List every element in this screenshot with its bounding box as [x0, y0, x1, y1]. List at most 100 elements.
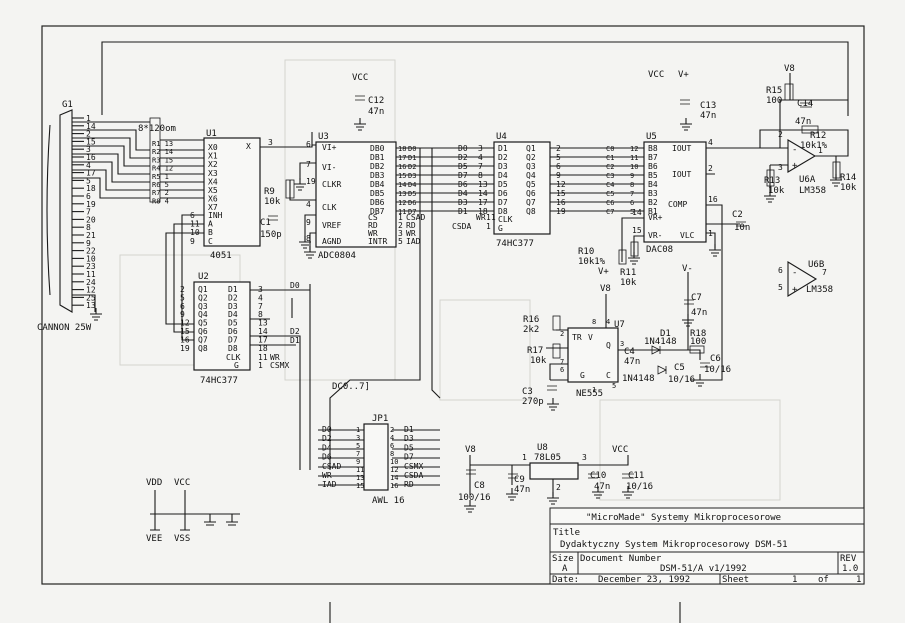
u2-left-4: Q5 [198, 319, 208, 328]
u1-resistor-3: R4 12 [152, 165, 173, 173]
u5-num-5: 7 [630, 190, 634, 198]
u5-cnet-2: C2 [606, 163, 614, 171]
u2-right-6: D7 [228, 335, 238, 344]
u5-num-2: 10 [630, 163, 638, 171]
c3-ref: C3 [522, 387, 533, 397]
g1-pin-22: 22 [86, 247, 96, 256]
u7-c: C [606, 371, 611, 380]
g1-pin-19: 19 [86, 200, 96, 209]
u8-ref: U8 [537, 443, 548, 453]
u3-left-2: CLKR [322, 180, 341, 189]
u5-ioutbar-num: 2 [708, 164, 713, 173]
c4-ref: C4 [624, 347, 635, 357]
u3-left-1: VI- [322, 163, 336, 172]
u2-part: 74HC377 [200, 376, 238, 386]
u3-ctrl-net-3: IAD [406, 237, 421, 246]
g1-pin-15: 15 [86, 137, 96, 146]
u2-left-0: Q1 [198, 285, 208, 294]
ground-icon [682, 314, 694, 327]
u3-pin-num-2: 19 [306, 177, 316, 186]
jp1-rnum-6: 14 [390, 474, 398, 482]
u2-g: G [234, 361, 239, 370]
u2-rnum-3: 8 [258, 310, 263, 319]
r10-ref: R10 [578, 247, 594, 257]
d1-ref: D1 [660, 329, 671, 339]
u2-right-1: D2 [228, 293, 238, 302]
c12-val: 47n [368, 107, 384, 117]
g1-pin-8: 8 [86, 223, 91, 232]
u3-dnet-6: D6 [408, 199, 416, 207]
u5-part: DAC08 [646, 245, 673, 255]
u4-g-num: 1 [486, 222, 491, 231]
sheet-label: Sheet [722, 575, 749, 585]
u5-cnet-1: C1 [606, 154, 614, 162]
u5-comp-num: 16 [708, 195, 718, 204]
c11-val: 10/16 [626, 482, 653, 492]
jp1-left-2: D4 [322, 443, 332, 452]
u7-part: NE555 [576, 389, 603, 399]
u3-right-0: DB0 [370, 144, 385, 153]
bus-label: DC0..7] [332, 382, 370, 392]
c5-ref: C5 [674, 363, 685, 373]
u3-dnet-2: D2 [408, 163, 416, 171]
c1-val: 150p [260, 230, 282, 240]
u2-right-5: D6 [228, 327, 238, 336]
c6-val: 10/16 [704, 365, 731, 375]
u7-tr: TR [572, 333, 582, 342]
c11-ref: C11 [628, 471, 644, 481]
u5-iout: IOUT [672, 144, 691, 153]
u1-pin-X1: X1 [208, 152, 218, 161]
u4-right-2: Q3 [526, 162, 536, 171]
u5-left-0: B8 [648, 144, 658, 153]
g1-pin-1: 1 [86, 114, 91, 123]
c10-ref: C10 [590, 471, 606, 481]
u3-ctrl-net-1: RD [406, 221, 416, 230]
u7-num-4: 5 [612, 382, 616, 390]
opamp-u6b: - + 6 5 7 U6B LM358 [778, 260, 833, 297]
u2-right-3: D4 [228, 310, 238, 319]
u6a-part: LM358 [799, 186, 826, 196]
ground-icon [622, 486, 634, 499]
u1-ctrl-A: A [208, 220, 213, 229]
u6b-part: LM358 [806, 285, 833, 295]
jp1-lnum-2: 5 [356, 442, 360, 450]
u2-right-2: D3 [228, 302, 238, 311]
u3-ctrl-1: RD [368, 221, 378, 230]
u5-comp: COMP [668, 200, 687, 209]
c9-ref: C9 [514, 475, 525, 485]
r12-ref: R12 [810, 131, 826, 141]
jp1-lnum-4: 9 [356, 458, 360, 466]
u3-dnum-6: 12 [398, 199, 406, 207]
u2-net-d0: D0 [290, 281, 300, 290]
u1-ctrl-B: B [208, 228, 213, 237]
g1-pin-14: 14 [86, 122, 96, 131]
jp1-lnum-3: 7 [356, 450, 360, 458]
jp1-lnum-5: 11 [356, 466, 364, 474]
u7-num-1: 7 [560, 358, 564, 366]
r13-val: 10k [768, 186, 785, 196]
u3-ctrl-3: INTR [368, 237, 387, 246]
r12-val: 10k1% [800, 141, 828, 151]
docnum-label: Document Number [580, 554, 662, 564]
ground-icon [354, 118, 366, 131]
u2-left-1: Q2 [198, 293, 208, 302]
g1-pin-20: 20 [86, 215, 96, 224]
u4-right-0: Q1 [526, 144, 536, 153]
u2-left-7: Q8 [198, 344, 208, 353]
u5-num-7: 5 [630, 208, 634, 216]
r11-val: 10k [620, 278, 637, 288]
g1-pin-4: 4 [86, 161, 91, 170]
ic-u8: U8 78L05 1 2 3 [522, 443, 587, 492]
u2-right-0: D1 [228, 285, 238, 294]
g1-pin-12: 12 [86, 286, 96, 295]
u1-resistor-2: R3 15 [152, 156, 173, 164]
ground-icon [547, 492, 559, 505]
u2-right-7: D8 [228, 344, 238, 353]
power-symbols [150, 490, 240, 531]
u1-resistor-1: R2 14 [152, 148, 173, 156]
u1-pin-X5: X5 [208, 186, 218, 195]
r9-ref: R9 [264, 187, 275, 197]
vcc-label-4: VCC [174, 478, 190, 488]
u5-left-7: B1 [648, 207, 658, 216]
